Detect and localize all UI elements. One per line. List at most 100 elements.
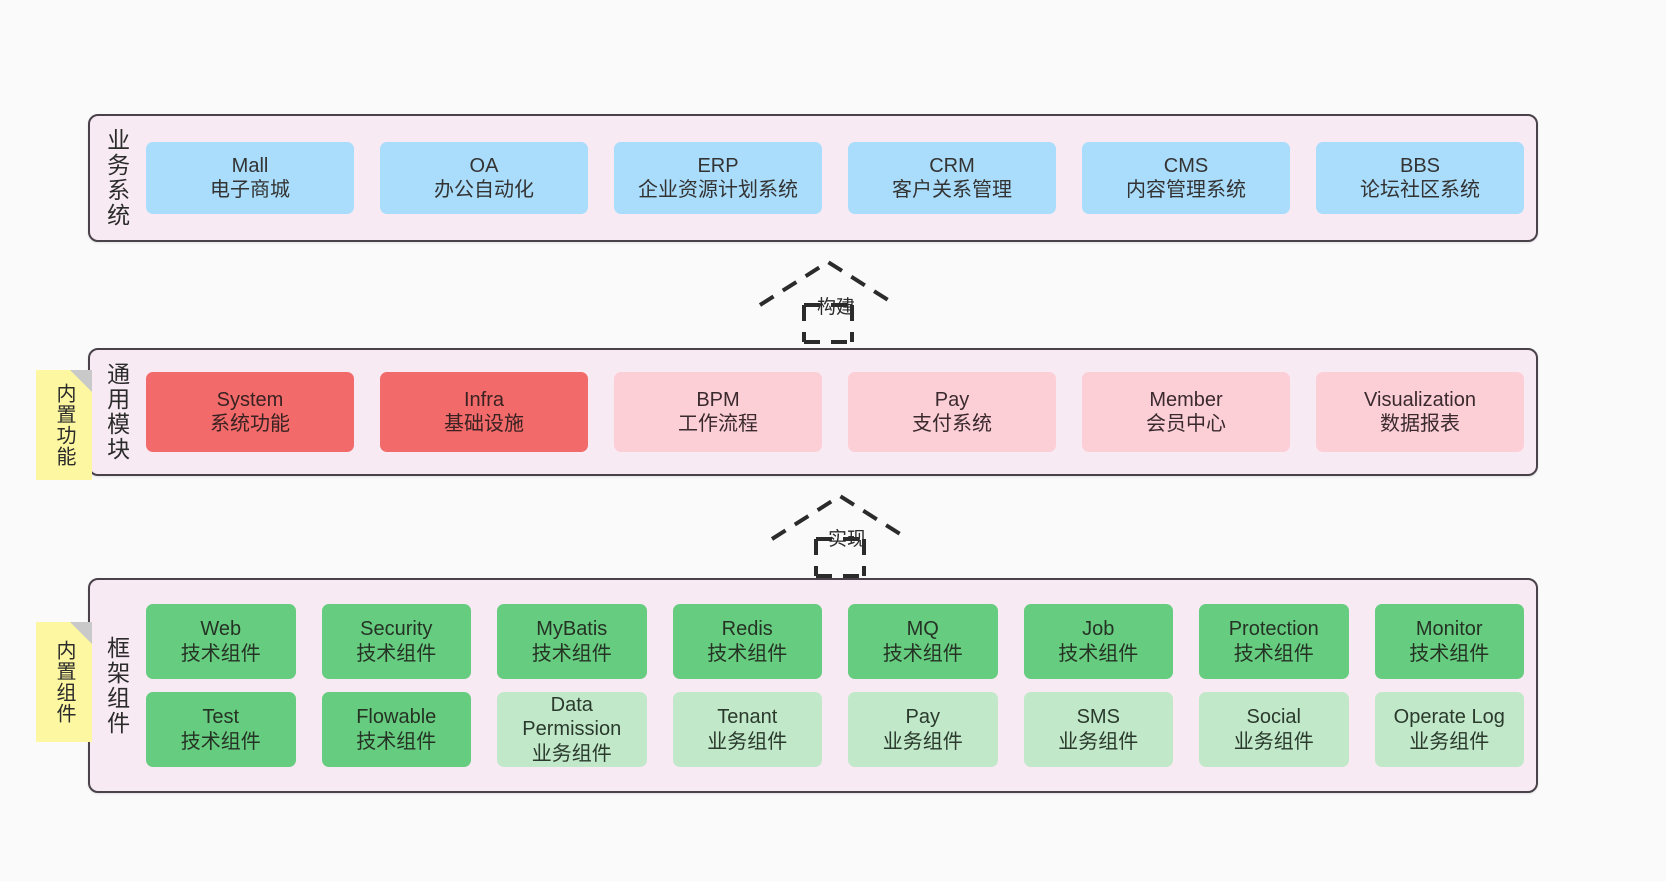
- card-subtitle: 技术组件: [1058, 642, 1139, 665]
- card-title: Social: [1246, 706, 1301, 729]
- card-subtitle: 业务组件: [1058, 730, 1139, 753]
- card-subtitle: 支付系统: [912, 413, 992, 435]
- card-subtitle: 技术组件: [882, 642, 963, 665]
- card-title: Test: [202, 706, 240, 729]
- card-title: Protection: [1228, 618, 1319, 641]
- card-member[interactable]: Member 会员中心: [1082, 372, 1290, 452]
- card-title: Visualization: [1364, 388, 1476, 411]
- card-subtitle: 业务组件: [1409, 730, 1490, 753]
- card-protection[interactable]: Protection 技术组件: [1199, 604, 1349, 679]
- card-data-permission[interactable]: Data Permission 业务组件: [497, 692, 647, 767]
- card-title: Flowable: [356, 706, 437, 729]
- card-test[interactable]: Test 技术组件: [146, 692, 296, 767]
- card-title: CMS: [1163, 154, 1209, 177]
- layer-title-framework-component: 框架组件: [103, 635, 130, 736]
- card-subtitle: 办公自动化: [434, 179, 534, 201]
- card-title: Operate Log: [1393, 706, 1505, 729]
- card-subtitle: 工作流程: [678, 413, 758, 435]
- card-subtitle: 业务组件: [882, 730, 963, 753]
- card-sms[interactable]: SMS 业务组件: [1023, 692, 1173, 767]
- card-title: Tenant: [717, 706, 778, 729]
- card-subtitle: 技术组件: [356, 642, 437, 665]
- card-row: Web 技术组件 Security 技术组件 MyBatis 技术组件 Redi…: [146, 604, 1524, 679]
- card-redis[interactable]: Redis 技术组件: [672, 604, 822, 679]
- card-subtitle: 数据报表: [1380, 413, 1460, 435]
- card-subtitle: 技术组件: [1409, 642, 1490, 665]
- card-title: ERP: [697, 154, 739, 177]
- card-title: MQ: [906, 618, 939, 641]
- card-mq[interactable]: MQ 技术组件: [848, 604, 998, 679]
- card-subtitle: 基础设施: [444, 413, 524, 435]
- connector-implement-arrow: [768, 492, 918, 578]
- card-title: Web: [200, 618, 242, 641]
- card-row: Test 技术组件 Flowable 技术组件 Data Permission …: [146, 692, 1524, 767]
- card-subtitle: 技术组件: [1233, 642, 1314, 665]
- card-subtitle: 技术组件: [707, 642, 788, 665]
- card-mybatis[interactable]: MyBatis 技术组件: [497, 604, 647, 679]
- card-monitor[interactable]: Monitor 技术组件: [1374, 604, 1524, 679]
- card-flowable[interactable]: Flowable 技术组件: [321, 692, 471, 767]
- card-subtitle: 电子商城: [210, 179, 290, 201]
- card-subtitle: 技术组件: [531, 642, 612, 665]
- card-title: Pay: [905, 706, 940, 729]
- card-pay-business[interactable]: Pay 业务组件: [848, 692, 998, 767]
- card-bpm[interactable]: BPM 工作流程: [614, 372, 822, 452]
- layer-body-common-module: System 系统功能 Infra 基础设施 BPM 工作流程 Pay 支付系统…: [142, 350, 1536, 474]
- card-title: OA: [469, 154, 499, 177]
- card-subtitle: 技术组件: [180, 730, 261, 753]
- card-subtitle: 论坛社区系统: [1360, 179, 1480, 201]
- card-title: Infra: [463, 388, 505, 411]
- card-crm[interactable]: CRM 客户关系管理: [848, 142, 1056, 214]
- layer-body-framework-component: Web 技术组件 Security 技术组件 MyBatis 技术组件 Redi…: [142, 580, 1536, 791]
- layer-body-business-system: Mall 电子商城 OA 办公自动化 ERP 企业资源计划系统 CRM 客户关系…: [142, 116, 1536, 240]
- card-infra[interactable]: Infra 基础设施: [380, 372, 588, 452]
- card-title: Member: [1149, 388, 1223, 411]
- card-web[interactable]: Web 技术组件: [146, 604, 296, 679]
- card-title: BPM: [696, 388, 740, 411]
- card-operate-log[interactable]: Operate Log 业务组件: [1374, 692, 1524, 767]
- card-visualization[interactable]: Visualization 数据报表: [1316, 372, 1524, 452]
- layer-framework-component[interactable]: 框架组件 Web 技术组件 Security 技术组件 MyBatis 技术组件…: [88, 578, 1538, 793]
- card-subtitle: 系统功能: [210, 413, 290, 435]
- card-title: CRM: [929, 154, 975, 177]
- card-security[interactable]: Security 技术组件: [321, 604, 471, 679]
- card-title: Redis: [721, 618, 773, 641]
- card-erp[interactable]: ERP 企业资源计划系统: [614, 142, 822, 214]
- layer-title-common-module: 通用模块: [103, 362, 130, 462]
- card-subtitle: 业务组件: [707, 730, 788, 753]
- card-title: BBS: [1399, 154, 1441, 177]
- card-title: MyBatis: [536, 618, 608, 641]
- card-subtitle: 内容管理系统: [1126, 179, 1246, 201]
- card-subtitle: 业务组件: [531, 742, 612, 765]
- card-subtitle: 会员中心: [1146, 413, 1226, 435]
- card-job[interactable]: Job 技术组件: [1023, 604, 1173, 679]
- card-system[interactable]: System 系统功能: [146, 372, 354, 452]
- layer-common-module[interactable]: 通用模块 System 系统功能 Infra 基础设施 BPM 工作流程 Pay…: [88, 348, 1538, 476]
- card-title: Security: [360, 618, 433, 641]
- card-title: Data Permission: [522, 693, 622, 741]
- card-social[interactable]: Social 业务组件: [1199, 692, 1349, 767]
- card-row: System 系统功能 Infra 基础设施 BPM 工作流程 Pay 支付系统…: [146, 372, 1524, 452]
- note-builtin-function: 内置功能: [36, 370, 92, 480]
- layer-title-business-system: 业务系统: [103, 128, 130, 228]
- card-tenant[interactable]: Tenant 业务组件: [672, 692, 822, 767]
- card-subtitle: 技术组件: [356, 730, 437, 753]
- connector-build-arrow: [756, 258, 906, 344]
- card-title: Pay: [934, 388, 970, 411]
- card-title: Monitor: [1415, 618, 1483, 641]
- card-subtitle: 客户关系管理: [892, 179, 1012, 201]
- card-subtitle: 业务组件: [1233, 730, 1314, 753]
- card-pay[interactable]: Pay 支付系统: [848, 372, 1056, 452]
- layer-business-system[interactable]: 业务系统 Mall 电子商城 OA 办公自动化 ERP 企业资源计划系统 CRM…: [88, 114, 1538, 242]
- card-cms[interactable]: CMS 内容管理系统: [1082, 142, 1290, 214]
- card-title: System: [216, 388, 284, 411]
- card-title: SMS: [1076, 706, 1120, 729]
- card-title: Mall: [231, 154, 269, 177]
- card-subtitle: 技术组件: [180, 642, 261, 665]
- card-mall[interactable]: Mall 电子商城: [146, 142, 354, 214]
- card-oa[interactable]: OA 办公自动化: [380, 142, 588, 214]
- card-bbs[interactable]: BBS 论坛社区系统: [1316, 142, 1524, 214]
- card-subtitle: 企业资源计划系统: [638, 179, 798, 201]
- note-builtin-component: 内置组件: [36, 622, 92, 742]
